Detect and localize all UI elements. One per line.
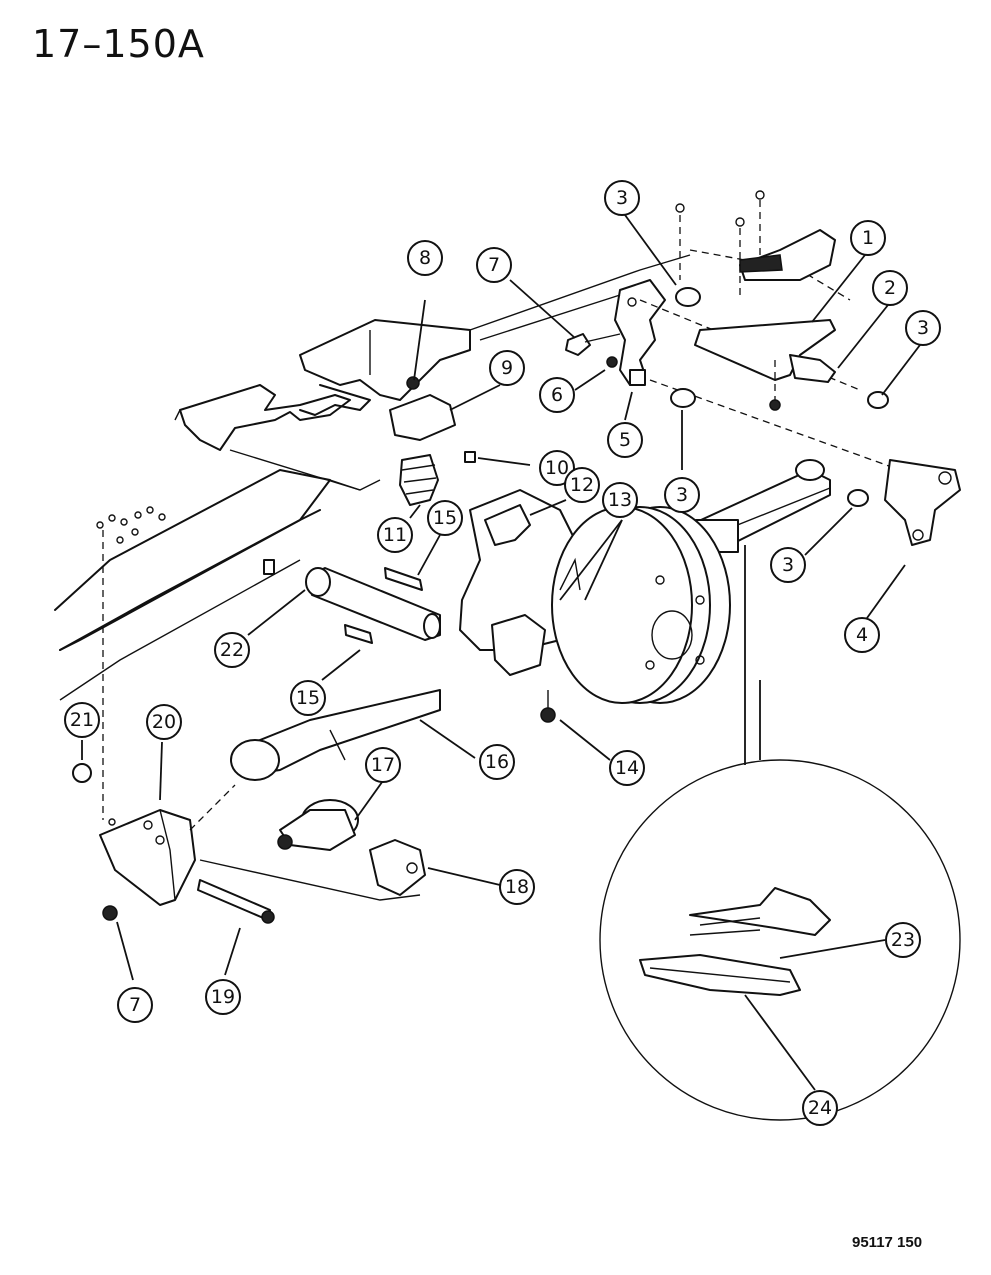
frame-rail-drawing — [565, 190, 961, 546]
svg-text:7: 7 — [129, 994, 141, 1016]
callout-7: 7 — [476, 247, 512, 283]
callout-1: 1 — [850, 220, 886, 256]
callout-7: 7 — [117, 987, 153, 1023]
callout-4: 4 — [844, 617, 880, 653]
svg-text:1: 1 — [862, 227, 874, 249]
callout-14: 14 — [609, 750, 645, 786]
svg-text:13: 13 — [608, 489, 632, 511]
svg-text:17: 17 — [371, 754, 395, 776]
svg-text:3: 3 — [917, 317, 929, 339]
callout-2: 2 — [872, 270, 908, 306]
axle-brake-drawing — [459, 489, 731, 723]
callout-3: 3 — [905, 310, 941, 346]
svg-text:15: 15 — [433, 507, 457, 529]
callout-22: 22 — [214, 632, 250, 668]
svg-text:2: 2 — [884, 277, 896, 299]
callout-11: 11 — [377, 517, 413, 553]
callout-20: 20 — [146, 704, 182, 740]
callout-8: 8 — [407, 240, 443, 276]
svg-text:3: 3 — [616, 187, 628, 209]
callout-10: 10 — [539, 450, 575, 486]
page-title: 17–150A — [32, 22, 205, 66]
svg-text:5: 5 — [619, 429, 631, 451]
callout-15: 15 — [427, 500, 463, 536]
svg-text:15: 15 — [296, 687, 320, 709]
callout-13: 13 — [602, 482, 638, 518]
svg-text:14: 14 — [615, 757, 639, 779]
callout-5: 5 — [607, 422, 643, 458]
svg-text:8: 8 — [419, 247, 431, 269]
svg-text:4: 4 — [856, 624, 868, 646]
callout-18: 18 — [499, 869, 535, 905]
callout-15: 15 — [290, 680, 326, 716]
figure-code: 95117 150 — [852, 1234, 923, 1251]
svg-text:3: 3 — [782, 554, 794, 576]
callout-21: 21 — [64, 702, 100, 738]
jounce-bumper-drawing — [389, 376, 476, 506]
callout-12: 12 — [564, 467, 600, 503]
floor-pan-drawing — [54, 254, 691, 820]
callout-3: 3 — [770, 547, 806, 583]
svg-text:3: 3 — [676, 484, 688, 506]
callout-6: 6 — [539, 377, 575, 413]
svg-text:6: 6 — [551, 384, 563, 406]
svg-text:12: 12 — [570, 474, 594, 496]
svg-text:11: 11 — [383, 524, 407, 546]
lower-spring-drawing — [230, 689, 441, 896]
callout-24: 24 — [802, 1090, 838, 1126]
svg-text:10: 10 — [545, 457, 569, 479]
frame-bolt-cluster — [96, 506, 166, 544]
callout-16: 16 — [479, 744, 515, 780]
callout-17: 17 — [365, 747, 401, 783]
callouts: 1 2 3 3 3 3 4 5 6 7 7 8 9 10 11 12 13 14… — [64, 180, 941, 1126]
callout-19: 19 — [205, 979, 241, 1015]
svg-text:21: 21 — [70, 709, 94, 731]
svg-text:16: 16 — [485, 751, 509, 773]
shock-absorber-drawing — [305, 567, 441, 644]
svg-text:23: 23 — [891, 929, 915, 951]
leader-lines — [81, 214, 921, 1091]
svg-text:22: 22 — [220, 639, 244, 661]
svg-text:19: 19 — [211, 986, 235, 1008]
callout-23: 23 — [885, 922, 921, 958]
svg-text:7: 7 — [488, 254, 500, 276]
callout-3: 3 — [604, 180, 640, 216]
spring-hanger-drawing — [72, 763, 421, 924]
callout-3: 3 — [664, 477, 700, 513]
callout-9: 9 — [489, 350, 525, 386]
svg-text:24: 24 — [808, 1097, 832, 1119]
svg-text:9: 9 — [501, 357, 513, 379]
leaf-spring-drawing — [689, 459, 831, 553]
detail-view-drawing — [599, 545, 961, 1121]
svg-text:18: 18 — [505, 876, 529, 898]
svg-text:20: 20 — [152, 711, 176, 733]
